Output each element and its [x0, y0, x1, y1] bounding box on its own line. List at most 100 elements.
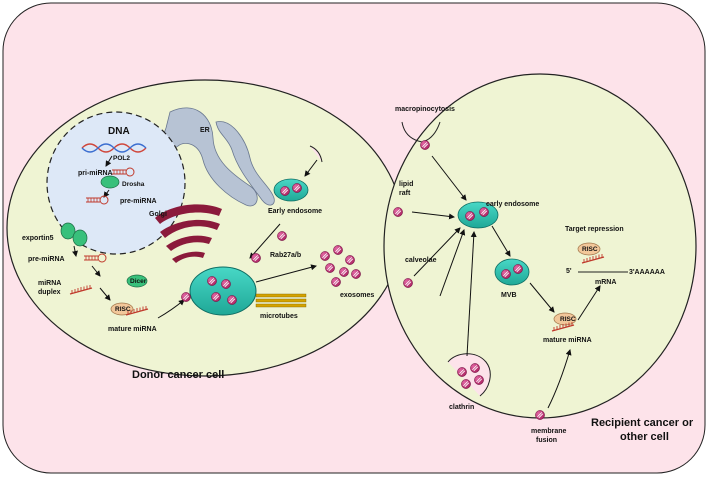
exosome-7	[330, 276, 342, 288]
early-endosome-donor	[273, 178, 309, 202]
arrow-membrane-fusion	[547, 349, 572, 409]
lipid-label-1: lipid	[399, 181, 413, 188]
free-vesicle	[276, 230, 288, 242]
clathrin-label: clathrin	[449, 404, 474, 411]
clathrin-pit	[447, 353, 491, 397]
drosha-protein	[100, 175, 120, 189]
recipient-cell-membrane	[383, 73, 697, 419]
clathrin-vesicle-4	[473, 374, 485, 386]
early-endosome-label-recipient: early endosome	[486, 201, 539, 208]
early-endosome-recipient	[457, 201, 499, 229]
dicer-protein	[126, 274, 148, 288]
dna-helix	[81, 143, 147, 153]
arrow-secretion	[255, 264, 317, 283]
exportin5-protein-b	[72, 229, 88, 247]
arrow-endosome-mvb	[249, 223, 281, 259]
vesicle-near-mvb-2	[250, 252, 262, 264]
er-shape-2	[215, 121, 275, 206]
arrow-pre-dicer	[91, 265, 101, 277]
arrow-calveolae	[413, 227, 461, 277]
risc-top-label: RISC	[582, 246, 598, 253]
mvb-exo-3	[210, 291, 222, 303]
exosome-3	[344, 254, 356, 266]
mirna-duplex-label-1: miRNA	[38, 280, 61, 287]
endosome-cargo-2	[291, 182, 303, 194]
recipient-cell-title-2: other cell	[620, 431, 669, 443]
exosome-4	[324, 262, 336, 274]
lipid-raft-vesicle	[392, 206, 404, 218]
calveolae-vesicle	[402, 277, 414, 289]
macropinocytosis-vesicle	[419, 139, 431, 151]
arrow-macropinocytosis	[431, 155, 467, 201]
mature-mirna-recipient-label: mature miRNA	[543, 337, 592, 344]
arrow-clathrin	[466, 231, 477, 357]
mvb-cargo-2	[513, 263, 523, 275]
three-prime-label: 3'AAAAAA	[629, 269, 665, 276]
membrane-invagination	[309, 145, 323, 163]
endosome-cargo-1	[279, 185, 291, 197]
five-prime-label: 5'	[566, 268, 572, 275]
mature-mirna-label: mature miRNA	[108, 326, 157, 333]
exosome-2	[332, 244, 344, 256]
pol2-label: POL2	[113, 155, 130, 162]
risc-top-complex	[577, 242, 601, 256]
membrane-fusion-label-1: membrane	[531, 428, 567, 435]
exosome-5	[338, 266, 350, 278]
mirna-duplex-label-2: duplex	[38, 289, 61, 296]
microtubes-bundle	[255, 293, 307, 308]
mvb-exo-4	[226, 294, 238, 306]
risc-label: RISC	[115, 306, 131, 313]
mvb-cargo-1	[500, 268, 512, 280]
ee-cargo-2	[478, 206, 490, 218]
lipid-label-2: raft	[399, 190, 411, 197]
early-endosome-label-donor: Early endosome	[268, 208, 322, 215]
arrow-dna-pri	[105, 155, 113, 167]
clathrin-vesicle-1	[456, 366, 468, 378]
golgi-apparatus	[155, 204, 222, 263]
pre-mirna-nucleus-label: pre-miRNA	[120, 198, 157, 205]
membrane-fusion-vesicle	[535, 409, 545, 421]
pre-mirna-cyto-label: pre-miRNA	[28, 256, 65, 263]
mvb-donor	[189, 266, 257, 316]
drosha-label: Drosha	[122, 181, 145, 188]
arrow-lipid-raft	[411, 211, 455, 220]
exosome-6	[350, 268, 362, 280]
clathrin-vesicle-3	[460, 378, 472, 390]
arrow-mature-mvb	[157, 299, 185, 319]
donor-cell-title: Donor cancer cell	[132, 369, 224, 381]
arrow-calveolae-2	[439, 229, 466, 297]
arrow-duplex-risc	[99, 287, 111, 301]
arrow-endocytosis-donor	[304, 159, 318, 177]
mrna-label: mRNA	[595, 279, 616, 286]
mvb-recipient	[494, 258, 530, 286]
arrow-repression	[577, 285, 601, 321]
exportin5-protein-a	[60, 222, 76, 240]
exosomes-label: exosomes	[340, 292, 374, 299]
microtubes-label: microtubes	[260, 313, 298, 320]
er-label: ER	[200, 127, 210, 134]
pri-mirna-label: pri-miRNA	[78, 170, 113, 177]
membrane-fusion-label-2: fusion	[536, 437, 557, 444]
dna-label: DNA	[108, 126, 130, 137]
dicer-label: Dicer	[130, 278, 147, 285]
exosome-1	[319, 250, 331, 262]
arrow-mvb-release	[529, 282, 555, 313]
calveolae-label: calveolae	[405, 257, 437, 264]
recipient-cell-title-1: Recipient cancer or	[591, 417, 694, 429]
target-repression-label: Target repression	[565, 226, 624, 233]
er-shape	[163, 107, 258, 207]
clathrin-vesicle-2	[469, 362, 481, 374]
risc-complex	[110, 302, 134, 316]
ee-cargo-1	[464, 210, 476, 222]
mvb-exo-2	[220, 278, 232, 290]
mvb-label: MVB	[501, 292, 517, 299]
rab27-label: Rab27a/b	[270, 252, 301, 259]
macropinocytosis-label: macropinocytosis	[395, 106, 455, 113]
mvb-exo-1	[206, 275, 218, 287]
arrow-exportin	[72, 245, 78, 257]
risc-bottom-label: RISC	[560, 316, 576, 323]
exportin5-label: exportin5	[22, 235, 54, 242]
vesicle-near-mvb	[180, 291, 192, 303]
arrow-ee-mvb	[491, 225, 511, 257]
golgi-label: Golgi	[149, 211, 167, 218]
